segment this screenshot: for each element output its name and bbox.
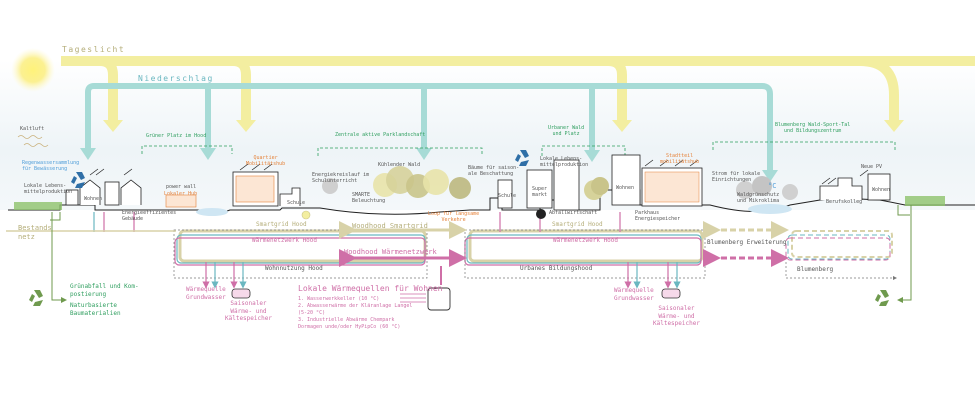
vocational-label: Berufskolleg — [826, 199, 863, 205]
zone-central-park: Zentrale aktive Parklandschaft — [335, 132, 426, 138]
groundwater2-label: Wärmequelle Grundwasser — [614, 287, 654, 302]
recycle-icon-left — [29, 290, 43, 306]
recycle-icon-blue-middle — [515, 150, 529, 166]
smartgrid-left-label: Smartgrid Hood — [256, 221, 307, 228]
natural-materials-label: Naturbasierte Baumaterialien — [70, 302, 121, 317]
efficient-building-label: Energieeffizientes Gebäude — [122, 210, 177, 223]
smart-lighting-label: SMARTE Beleuchtung — [352, 192, 386, 205]
housing2-label: Wohnen — [616, 185, 635, 191]
heat-sources-title: Lokale Wärmequellen für Wohnen — [298, 284, 443, 293]
school-cycle-label: Energiekreislauf im Schulunterricht — [312, 172, 370, 185]
groundwater1-label: Wärmequelle Grundwasser — [186, 286, 226, 301]
pv-panels — [89, 159, 869, 185]
sun-icon — [11, 48, 55, 92]
zone-brackets — [141, 141, 896, 156]
trees — [322, 166, 798, 200]
zone-green-square: Grüner Platz im Hood — [146, 133, 207, 139]
daylight-flow — [61, 56, 975, 120]
mobility-hub-label: Quartier Mobilitätshub — [246, 155, 286, 168]
seasonal-storage-1 — [231, 288, 251, 299]
blumenberg-band — [785, 230, 893, 261]
zone-blumenberg-valley: Blumenberg Wald-Sport-Tal und Bildungsze… — [775, 122, 851, 135]
woodhood-smartgrid-label: Woodhood Smartgrid — [352, 222, 428, 230]
heat-source-item: 2. Abwasserwärme der Kläranlage Langel — [298, 303, 413, 309]
heatnet-middle-label: Wärmenetzwerk Hood — [553, 237, 619, 244]
local-food-label: Lokale Lebens- mittelproduktion — [24, 183, 73, 196]
green-waste-label: Grünabfall und Kom- postierung — [70, 283, 139, 298]
education-zone-label: Urbanes Bildungshood — [520, 265, 593, 272]
pond — [196, 208, 228, 216]
daylight-arrowheads — [103, 120, 904, 132]
precipitation-flow — [85, 83, 773, 170]
district-hub-label: Stadtteil mobilitätshub — [660, 153, 700, 166]
heat-source-item: 3. Industrielle Abwärme Chempark — [298, 317, 395, 323]
compost-lines — [50, 205, 912, 303]
housing-label: Wohnen — [84, 196, 103, 202]
pond-2 — [748, 204, 792, 214]
housing3-label: Wohnen — [872, 187, 891, 193]
connector-arrows — [339, 221, 789, 267]
cooling-forest-label: Kühlender Wald — [378, 162, 421, 168]
heatnet-left-label: Wärmenetzwerk Hood — [252, 237, 318, 244]
parking-storage-label: Parkhaus Energiespeicher — [635, 210, 681, 223]
precipitation-label: Niederschlag — [138, 74, 214, 83]
recycle-icon-right — [875, 290, 889, 306]
daylight-label: Tageslicht — [62, 45, 126, 54]
zone-urban-forest: Urbaner Wald und Platz — [548, 125, 585, 138]
local-food2-label: Lokale Lebens- mittelproduktion — [540, 156, 589, 169]
cold-air-label: Kaltluft — [20, 126, 45, 132]
precipitation-arrowheads — [80, 148, 778, 182]
school-label: Schule — [287, 200, 306, 206]
slow-loop-label: Loop für langsame Verkehre — [428, 211, 480, 224]
heat-source-item: 1. Wasserwerkkeller (10 °C) — [298, 296, 380, 302]
seasonal-trees-label: Bäume für saison- ale Beschattung — [468, 165, 520, 178]
recycle-icon-blue-left — [71, 172, 85, 188]
parking-hub — [644, 171, 700, 203]
smartgrid-middle-label: Smartgrid Hood — [552, 221, 603, 228]
waste-management-label: Abfallwirtschaft — [549, 210, 598, 216]
lightbulb-icon — [301, 210, 311, 220]
power-wall-label: power wall — [166, 184, 197, 190]
existing-grid-label: Bestands netz — [18, 224, 52, 241]
woodhood-heatnet-label: Woodhood Wärmenetzwerk — [344, 248, 437, 256]
local-hub-label: Lokaler Hub — [164, 191, 198, 197]
seasonal-storage-2 — [661, 288, 681, 299]
waste-management-icon — [536, 209, 546, 219]
local-power-label: Strom für lokale Einrichtungen — [712, 171, 761, 184]
rainwater-label: Regenwassersammlung für Bewässerung — [22, 160, 80, 173]
heat-source-box — [427, 287, 451, 311]
heat-source-item: (5-20 °C) — [298, 310, 326, 316]
heat-source-item: Dormagen unde/oder HyPipCo (60 °C) — [298, 324, 401, 330]
blumenberg-zone — [785, 262, 898, 281]
hub-buildings — [165, 175, 275, 208]
cold-air-icon — [17, 135, 49, 147]
storage1-label: Saisonaler Wärme- und Kältespeicher — [225, 300, 272, 322]
extension-label: Blumenberg Erweiterung — [707, 239, 787, 246]
temperature-label: °C — [768, 182, 777, 190]
supermarket-label: Super markt — [532, 186, 548, 199]
storage2-label: Saisonaler Wärme- und Kältespeicher — [653, 305, 700, 327]
grass — [14, 196, 945, 210]
heat-source-arrows — [400, 293, 426, 303]
school2-label: Schule — [498, 193, 517, 199]
living-zone-label: Wohnnutzung Hood — [265, 265, 323, 272]
new-pv-label: Neue PV — [861, 164, 883, 170]
blumenberg-label: Blumenberg — [797, 266, 834, 273]
forest-climate-label: Waldgrünschutz und Mikroklima — [737, 192, 780, 205]
